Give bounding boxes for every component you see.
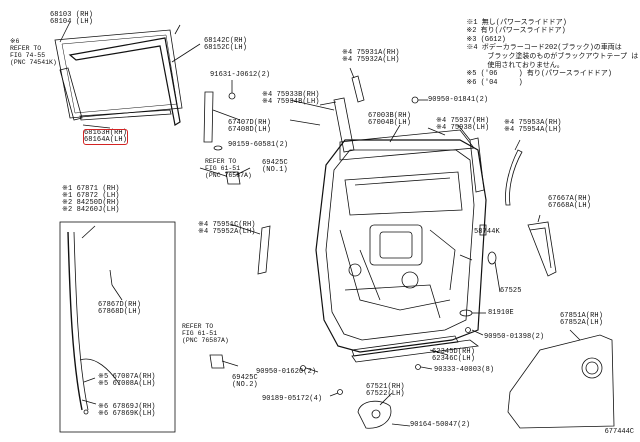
refer-to-fig-74-55[interactable]: ※6 REFER TO FIG 74-55 (PNC 74541K) — [10, 38, 57, 66]
part-label-67869j[interactable]: ※6 67869J(RH) ※6 67869K(LH) — [98, 403, 156, 418]
part-label-67667a[interactable]: 67667A(RH) 67668A(LH) — [548, 195, 592, 210]
part-label-67521[interactable]: 67521(RH) 67522(LH) — [366, 383, 405, 398]
refer-to-fig-61-51-lower[interactable]: REFER TO FIG 61-51 (PNC 76587A) — [182, 323, 229, 344]
part-label-81910e[interactable]: 81910E — [488, 309, 514, 317]
pillar-moulding-upper — [333, 97, 355, 153]
part-label-90159[interactable]: 90159-60581(2) — [228, 141, 289, 149]
pillar-moulding-upper-2 — [351, 75, 365, 103]
part-label-90189[interactable]: 90189-05172(4) — [262, 395, 323, 403]
window-frame-channel — [68, 37, 181, 126]
refer-to-fig-61-51-upper[interactable]: REFER TO FIG 61-51 (PNC 76587A) — [205, 158, 252, 179]
part-label-67851a[interactable]: 67851A(RH) 67852A(LH) — [560, 312, 604, 327]
rear-trim-curve — [505, 149, 523, 206]
note-4: ※4 ボデーカラーコード202(ブラック)の車両は — [466, 44, 622, 53]
figure-id: 677444C — [604, 428, 634, 436]
part-label-62345d[interactable]: 62345D(RH) 62346C(LH) — [432, 348, 476, 363]
part-label-67007a[interactable]: ※5 67007A(RH) ※5 67008A(LH) — [98, 373, 156, 388]
sliding-door-panel — [315, 139, 487, 353]
part-label-75937[interactable]: ※4 75937(RH) ※4 75938(LH) — [436, 117, 490, 132]
note-4c: 使用されておりません。 — [466, 61, 564, 70]
part-label-90950-01398[interactable]: 90950-01398(2) — [484, 333, 545, 341]
part-label-90333[interactable]: 90333-40003(8) — [434, 366, 495, 374]
quarter-window-glass — [54, 29, 183, 119]
detail-inset-box — [59, 221, 176, 433]
part-label-67525[interactable]: 67525 — [500, 287, 522, 295]
note-4b: ブラック塗装のものがブラックアウトテープ は — [466, 52, 639, 61]
part-label-67003b[interactable]: 67003B(RH) 67004B(LH) — [368, 112, 412, 127]
part-label-75931a[interactable]: ※4 75931A(RH) ※4 75932A(LH) — [342, 49, 400, 64]
part-label-68163h[interactable]: 68163H(RH) 68164A(LH) — [82, 129, 129, 145]
note-6: ※6 ('04 ) — [466, 78, 523, 87]
part-label-75953a[interactable]: ※4 75953A(RH) ※4 75954A(LH) — [504, 119, 562, 134]
part-label-58744k[interactable]: 58744K — [474, 228, 500, 236]
part-label-75951c[interactable]: ※4 75951C(RH) ※4 75952A(LH) — [198, 221, 256, 236]
part-label-68142c[interactable]: 68142C(RH) 68152C(LH) — [204, 37, 248, 52]
rear-quarter-panel — [507, 334, 615, 429]
part-label-69425c-no1[interactable]: 69425C (NO.1) — [262, 159, 288, 174]
part-label-91631[interactable]: 91631-J0612(2) — [210, 71, 271, 79]
note-5: ※5 ('06 ) 有り(パワースライドドア) — [466, 70, 612, 79]
part-label-90950-01841[interactable]: 90950-01841(2) — [428, 96, 489, 104]
note-1: ※1 無し(パワースライドドア) — [466, 18, 567, 27]
part-label-75933b[interactable]: ※4 75933B(RH) ※4 75934B(LH) — [262, 91, 320, 106]
note-2: ※2 有り(パワースライドドア) — [466, 27, 566, 36]
note-3: ※3 (G612) — [466, 35, 506, 44]
part-label-90164[interactable]: 90164-50047(2) — [410, 421, 471, 429]
part-label-68103[interactable]: 68103 (RH) 68104 (LH) — [50, 11, 94, 26]
part-label-67407d[interactable]: 67407D(RH) 67408D(LH) — [228, 119, 272, 134]
inside-handle — [357, 400, 392, 429]
part-label-67867d[interactable]: 67867D(RH) 67868D(LH) — [98, 301, 142, 316]
part-label-69425c-no2[interactable]: 69425C (NO.2) — [232, 374, 258, 389]
part-label-67871[interactable]: ※1 67871 (RH) ※1 67872 (LH) ※2 84250D(RH… — [62, 185, 120, 214]
corner-trim — [527, 221, 557, 277]
part-label-90950-01620[interactable]: 90950-01620(2) — [256, 368, 317, 376]
notes-block: ※1 無し(パワースライドドア) ※2 有り(パワースライドドア) ※3 (G6… — [458, 10, 638, 87]
